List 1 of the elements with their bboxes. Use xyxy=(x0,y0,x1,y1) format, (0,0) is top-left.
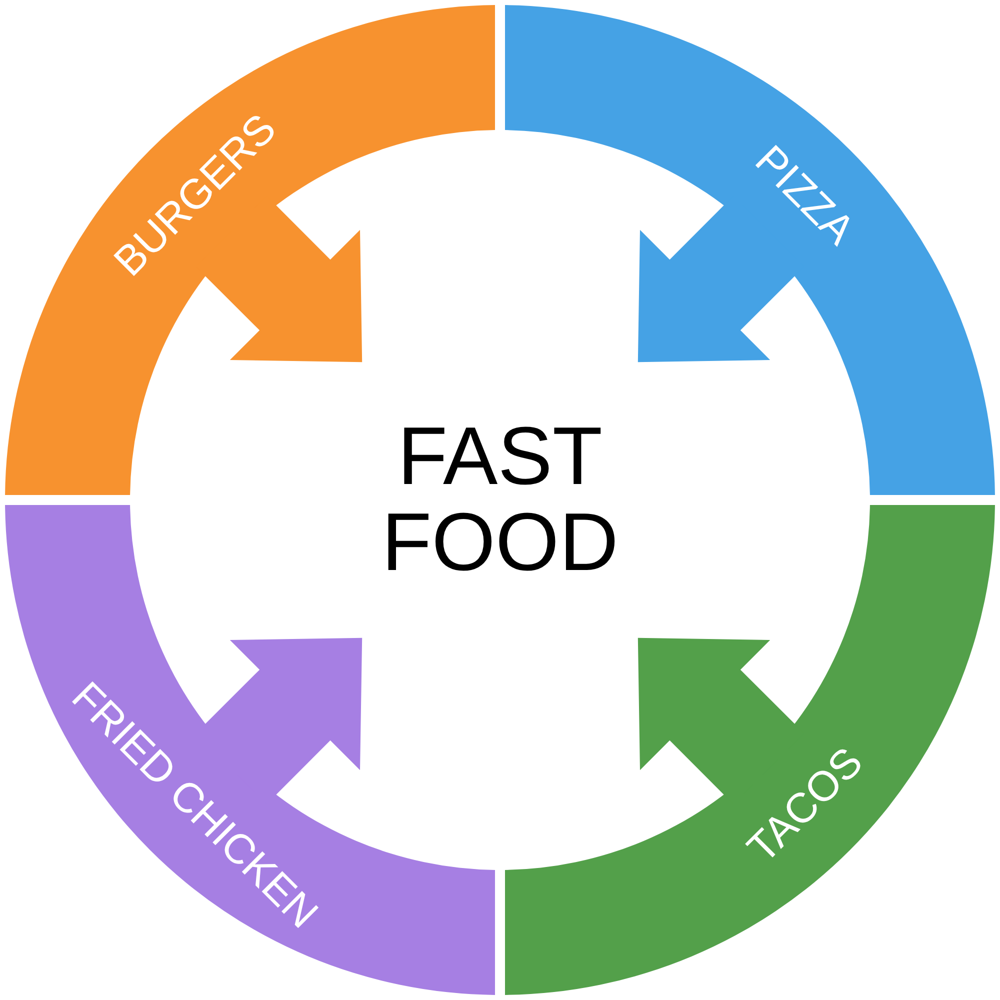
center-label: FAST FOOD xyxy=(380,414,620,586)
